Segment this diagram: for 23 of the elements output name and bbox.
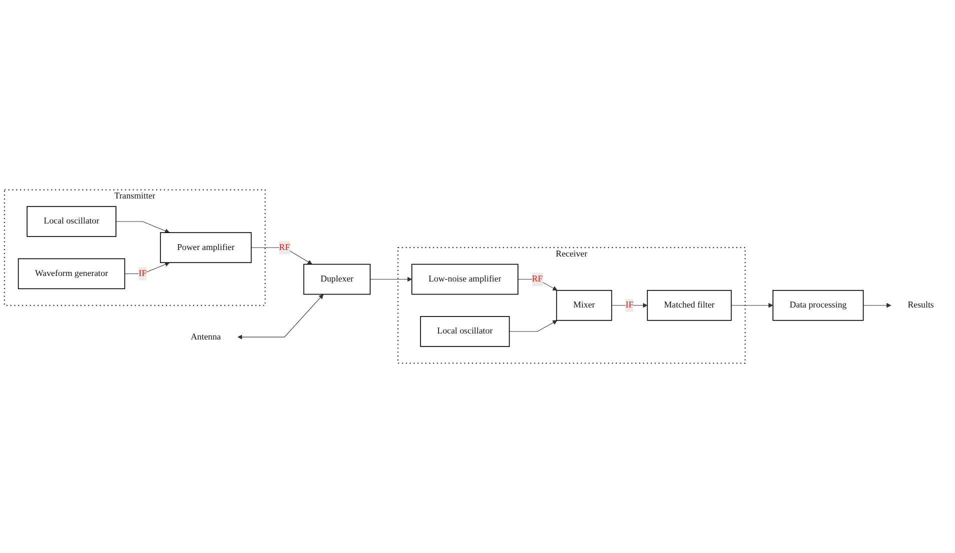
edge-label: RF [532, 274, 543, 284]
node-box: Matched filter [646, 290, 732, 321]
arrow [731, 302, 774, 308]
edge-label: IF [626, 300, 634, 310]
node-box: Power amplifier [160, 232, 252, 264]
arrow [611, 302, 648, 308]
arrow [370, 276, 412, 282]
node-box: Waveform generator [18, 258, 126, 290]
edge-label: IF [138, 268, 147, 278]
node-box: Duplexer [303, 264, 371, 295]
arrow [863, 302, 892, 308]
node-box: Mixer [556, 290, 612, 321]
node-box: Local oscillator [420, 316, 510, 347]
arrow [509, 320, 558, 332]
arrow [250, 247, 312, 264]
arrow [238, 294, 324, 340]
node-box: Low-noise amplifier [411, 264, 518, 295]
node-text: Antenna [190, 332, 221, 342]
node-box: Data processing [772, 290, 864, 321]
node-box: Local oscillator [26, 206, 116, 237]
edge-label: RF [279, 242, 290, 252]
arrow [116, 221, 170, 234]
node-text: Results [908, 300, 934, 310]
